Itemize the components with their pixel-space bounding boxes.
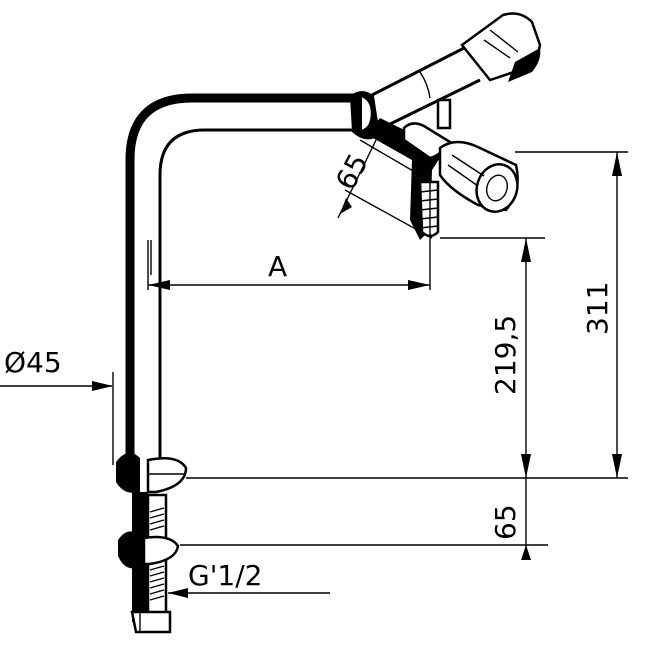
dimension-311-label: 311 [581,282,614,335]
lower-nut [118,531,180,569]
hex-end [130,610,172,634]
hose-nozzle [418,180,440,238]
dimension-diameter-label: Ø45 [4,346,62,379]
dimension-lines [0,135,628,598]
dimension-base-65-label: 65 [489,504,522,540]
faucet-body [116,12,542,634]
front-valve-knob [438,140,519,213]
dimension-219-5-label: 219,5 [489,315,522,395]
dimension-a-label: A [268,250,287,283]
dimension-thread-label: G'1/2 [188,559,262,592]
top-valve-knob [460,12,542,82]
upper-flange [116,452,188,494]
